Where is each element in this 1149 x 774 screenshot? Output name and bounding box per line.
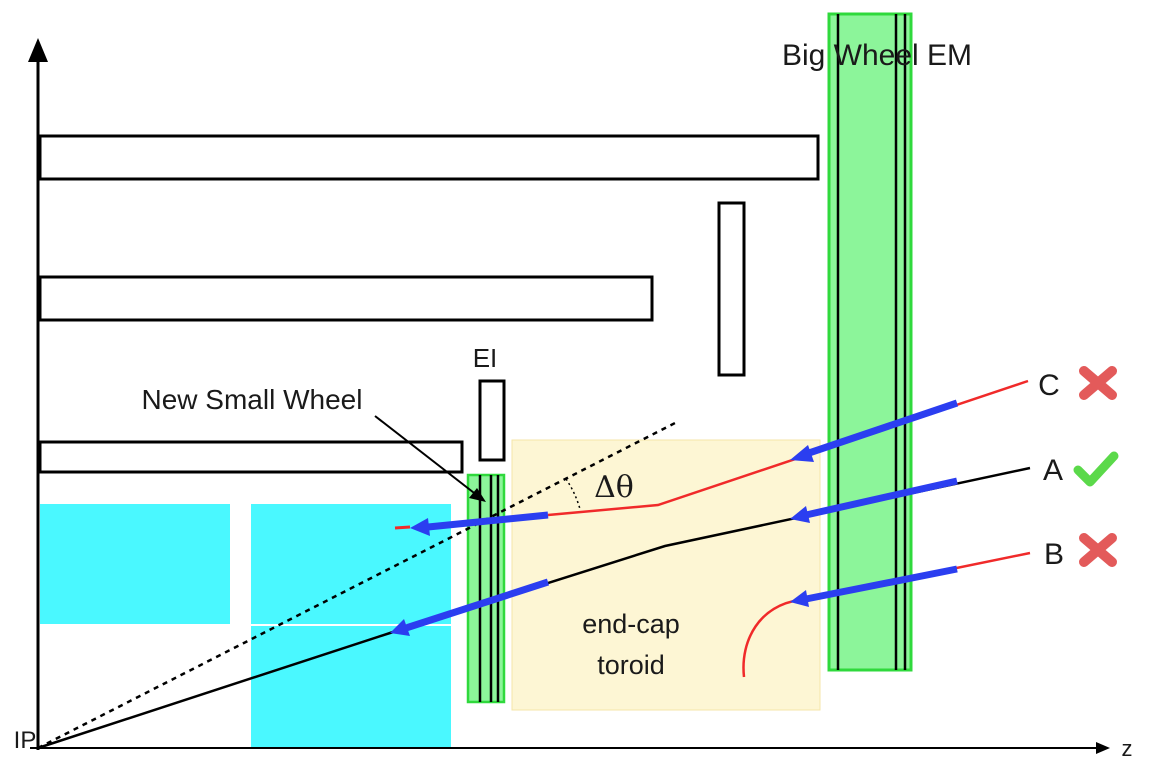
small-wheel-callout-arrow bbox=[374, 415, 479, 497]
big-wheel-chamber bbox=[827, 12, 913, 672]
endcap-toroid-label-line2: toroid bbox=[597, 650, 665, 680]
barrel-chamber-inner bbox=[38, 440, 464, 474]
small-wheel-callout-arrowhead bbox=[469, 488, 486, 502]
arrow-a-lower bbox=[390, 578, 550, 636]
z-axis-label: z bbox=[1122, 736, 1133, 761]
ip-label: IP bbox=[14, 727, 37, 754]
arrow-a-upper bbox=[790, 477, 958, 523]
r-axis-arrowhead bbox=[28, 38, 48, 62]
ei-chamber bbox=[478, 379, 506, 462]
endcap-toroid-region bbox=[511, 439, 821, 711]
barrel-chamber-middle bbox=[38, 275, 654, 322]
cross-icon bbox=[1079, 533, 1117, 567]
cross-icon bbox=[1079, 366, 1117, 400]
calorimeter-block-left bbox=[40, 504, 230, 624]
track-c-label: C bbox=[1038, 369, 1060, 402]
endcap-ee-chamber bbox=[717, 201, 746, 377]
big-wheel-label: Big Wheel EM bbox=[782, 39, 972, 72]
z-axis-arrowhead bbox=[1096, 742, 1110, 754]
arrow-b-upper bbox=[790, 565, 958, 607]
track-c-stub bbox=[394, 525, 411, 530]
check-icon bbox=[1073, 451, 1119, 487]
delta-theta-arc bbox=[565, 478, 581, 510]
track-b-label: B bbox=[1044, 538, 1064, 571]
delta-theta-label: Δθ bbox=[594, 470, 634, 505]
arrow-c-upper bbox=[790, 399, 959, 462]
track-a-label: A bbox=[1043, 454, 1063, 487]
new-small-wheel-label: New Small Wheel bbox=[142, 384, 363, 415]
calorimeter-block-right-lower bbox=[251, 626, 451, 748]
arrow-c-lower bbox=[410, 511, 549, 536]
ei-label: EI bbox=[473, 343, 498, 373]
endcap-toroid-label-line1: end-cap bbox=[582, 609, 680, 639]
barrel-chamber-outer bbox=[38, 134, 820, 181]
